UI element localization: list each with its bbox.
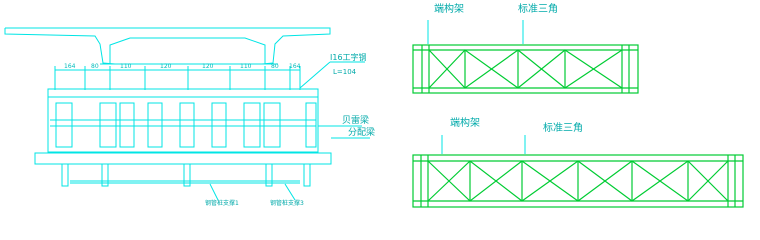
drawing-canvas: 164 80 110 120 120 110 80 164 I16工字钢 L=1…: [4, 2, 744, 208]
steel-pipe-supports: [61, 163, 311, 187]
distribution-beam-label: 分配梁: [348, 126, 375, 138]
dim-6: 110: [240, 63, 252, 70]
truss-top-leaders: [427, 20, 524, 44]
section-labels: I16工字钢 L=104 贝雷梁 分配梁 钢管桩支撑1 钢管桩支撑3: [205, 52, 375, 207]
beam-spec-label: I16工字钢: [330, 52, 367, 62]
dim-5: 120: [202, 63, 214, 70]
support-right-label: 钢管桩支撑3: [270, 199, 304, 207]
dim-3: 110: [120, 63, 132, 70]
dim-2: 80: [91, 63, 99, 70]
leader-support-left: [209, 183, 219, 201]
dim-7: 80: [271, 63, 279, 70]
cad-drawing: 164 80 110 120 120 110 80 164 I16工字钢 L=1…: [4, 2, 744, 208]
distribution-beam: [34, 152, 332, 165]
bridge-cross-section: [4, 27, 370, 201]
truss-top-end-label: 端构架: [434, 2, 464, 15]
dim-1: 164: [64, 63, 76, 70]
truss-top: [412, 44, 639, 94]
leader-support-right: [284, 183, 296, 201]
beam-length-label: L=104: [333, 68, 357, 76]
dimension-values: 164 80 110 120 120 110 80 164: [64, 63, 301, 70]
truss-bottom-leaders: [441, 135, 526, 154]
dim-8: 164: [289, 63, 301, 70]
truss-top-labels: 端构架 标准三角: [434, 2, 558, 15]
truss-bottom-standard-label: 标准三角: [543, 122, 583, 134]
support-left-label: 钢管桩支撑1: [205, 199, 239, 207]
dim-4: 120: [160, 63, 172, 70]
truss-bottom: [412, 154, 744, 208]
main-girder-label: 贝雷梁: [342, 114, 369, 126]
box-girder-outline: [4, 27, 331, 65]
i16-beam: [47, 88, 319, 98]
bailey-beam-row: [47, 96, 319, 153]
dimension-line: [54, 66, 301, 90]
truss-top-standard-label: 标准三角: [518, 3, 558, 15]
truss-bottom-end-label: 端构架: [450, 116, 480, 129]
leader-spec: [299, 61, 331, 89]
truss-bottom-labels: 端构架 标准三角: [450, 116, 583, 134]
